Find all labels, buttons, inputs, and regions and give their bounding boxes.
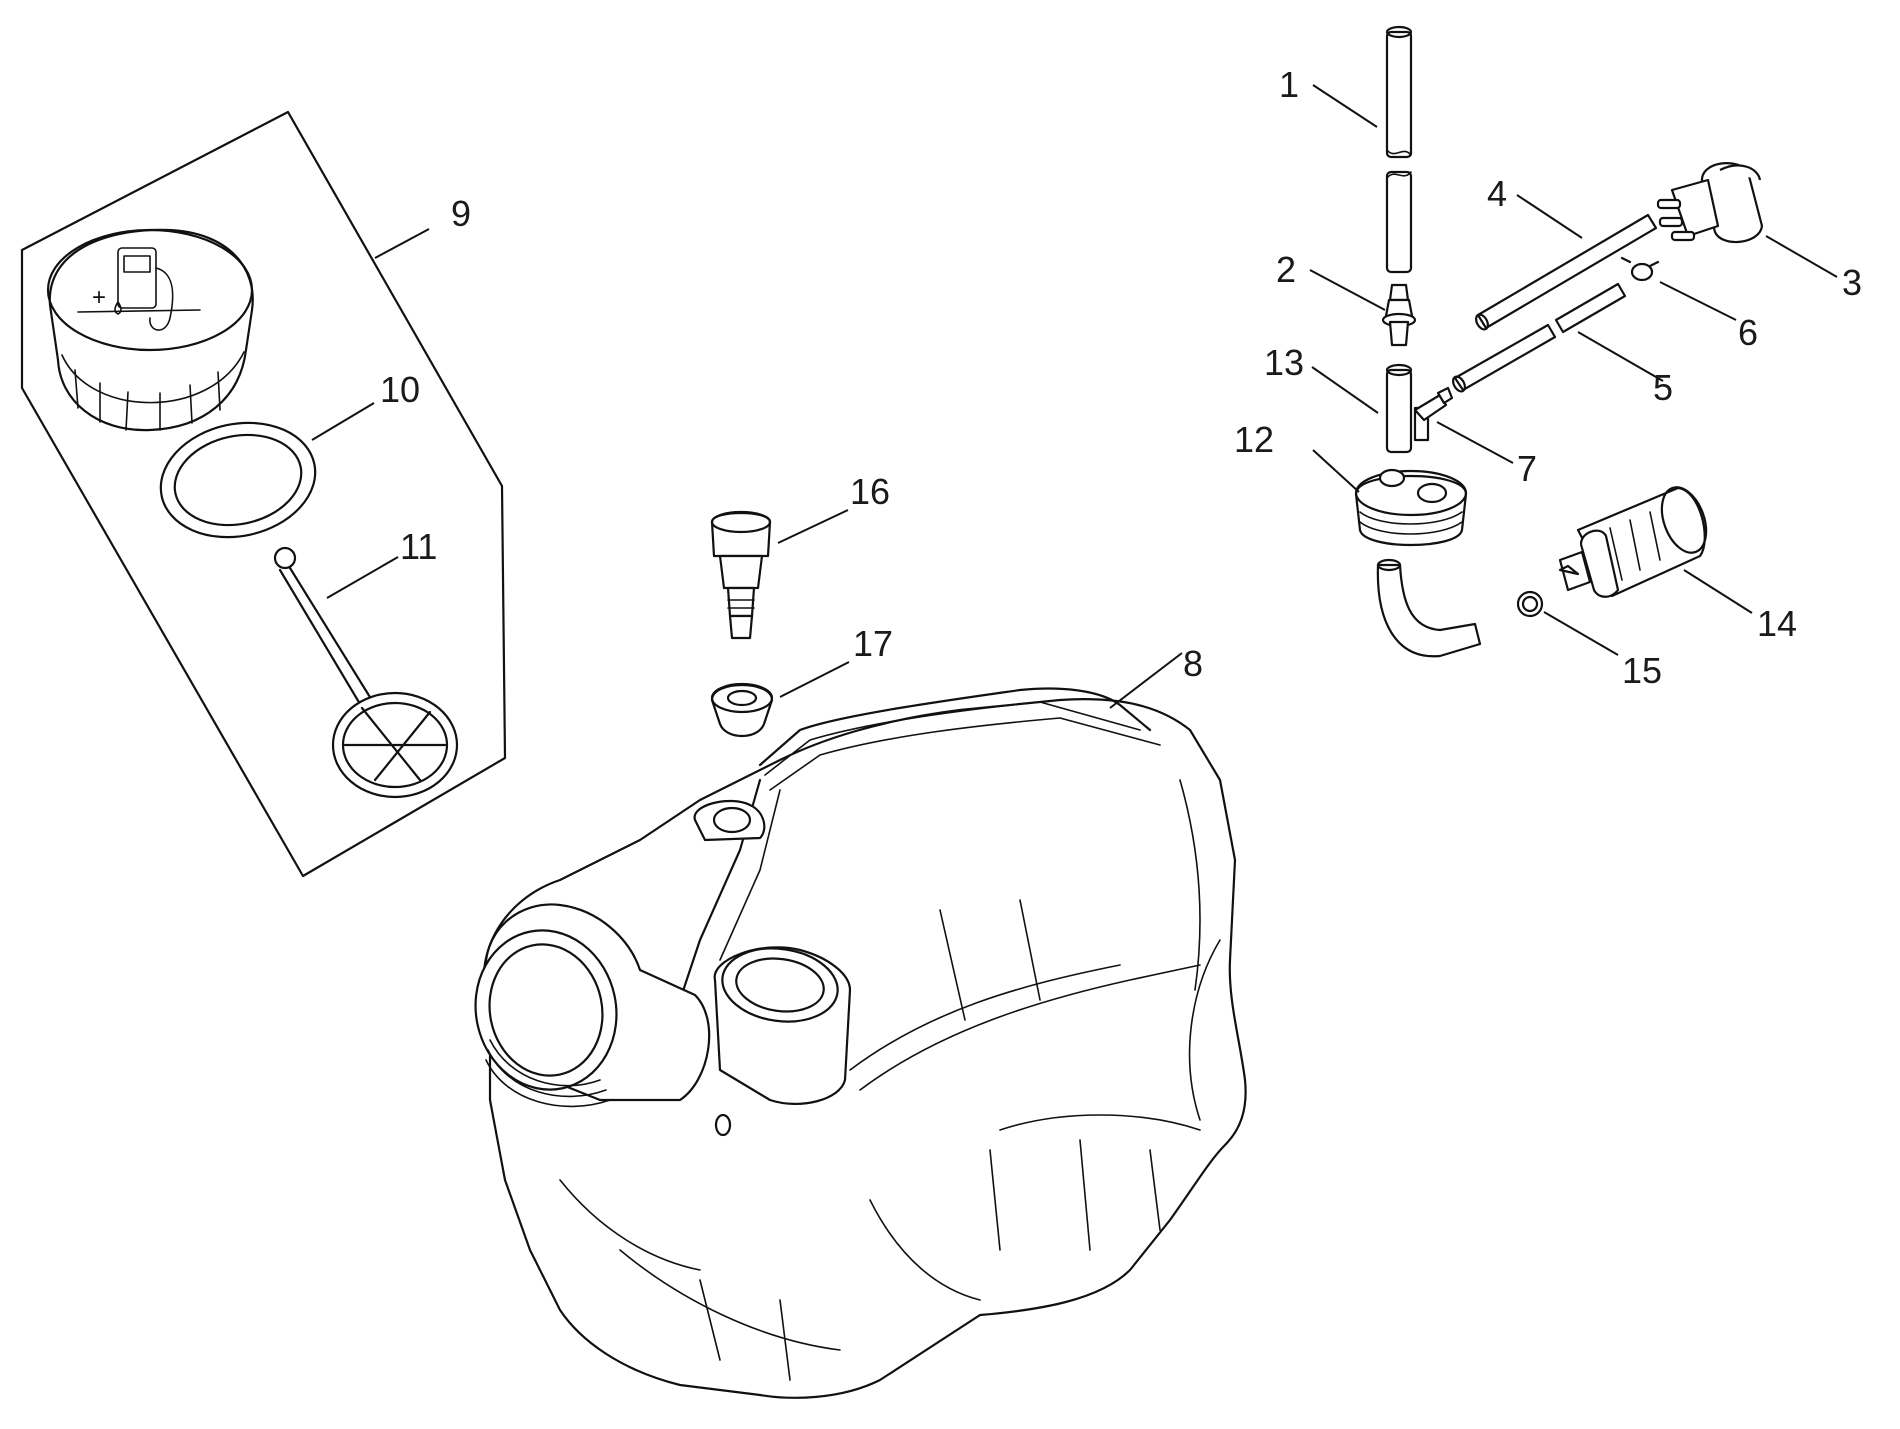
tank-grommet-plug[interactable] — [1354, 468, 1468, 547]
callout-10: 10 — [380, 369, 420, 410]
callout-15: 15 — [1622, 650, 1662, 691]
lower-hose — [1376, 558, 1482, 658]
callout-9: 9 — [451, 193, 471, 234]
callout-7: 7 — [1517, 448, 1537, 489]
callout-labels: 1 2 3 4 5 6 7 8 9 10 11 12 13 14 15 16 1… — [380, 64, 1862, 691]
callout-14: 14 — [1757, 603, 1797, 644]
hose-clamp[interactable] — [1620, 256, 1660, 282]
fitting[interactable] — [1381, 283, 1417, 347]
callout-6: 6 — [1738, 312, 1758, 353]
fuel-filter[interactable] — [1558, 481, 1714, 598]
fuel-cap[interactable]: + — [46, 228, 254, 432]
callout-8: 8 — [1183, 643, 1203, 684]
callout-12: 12 — [1234, 419, 1274, 460]
svg-text:+: + — [92, 284, 106, 311]
vent-grommet[interactable] — [710, 682, 774, 737]
hose-upper[interactable] — [1474, 213, 1658, 331]
callout-16: 16 — [850, 471, 890, 512]
callout-5: 5 — [1653, 367, 1673, 408]
callout-3: 3 — [1842, 262, 1862, 303]
callout-2: 2 — [1276, 249, 1296, 290]
callout-4: 4 — [1487, 173, 1507, 214]
fuel-pump-icon: + — [77, 247, 201, 331]
fuel-line[interactable] — [1385, 25, 1413, 274]
primer-bulb[interactable] — [1656, 162, 1764, 244]
callout-17: 17 — [853, 623, 893, 664]
leader-lines — [311, 84, 1838, 709]
fuel-tank[interactable] — [461, 687, 1247, 1399]
vent-valve[interactable] — [710, 510, 772, 640]
elbow-fitting[interactable] — [1413, 386, 1454, 442]
fuel-cap-kit-boundary — [20, 110, 507, 878]
callout-11: 11 — [400, 526, 437, 567]
callout-13: 13 — [1264, 342, 1304, 383]
cap-tether[interactable] — [273, 546, 459, 799]
pickup-line[interactable] — [1385, 363, 1413, 454]
callout-1: 1 — [1279, 64, 1299, 105]
cap-gasket[interactable] — [150, 409, 326, 551]
o-ring[interactable] — [1516, 590, 1544, 618]
hose-lower[interactable] — [1451, 282, 1627, 393]
